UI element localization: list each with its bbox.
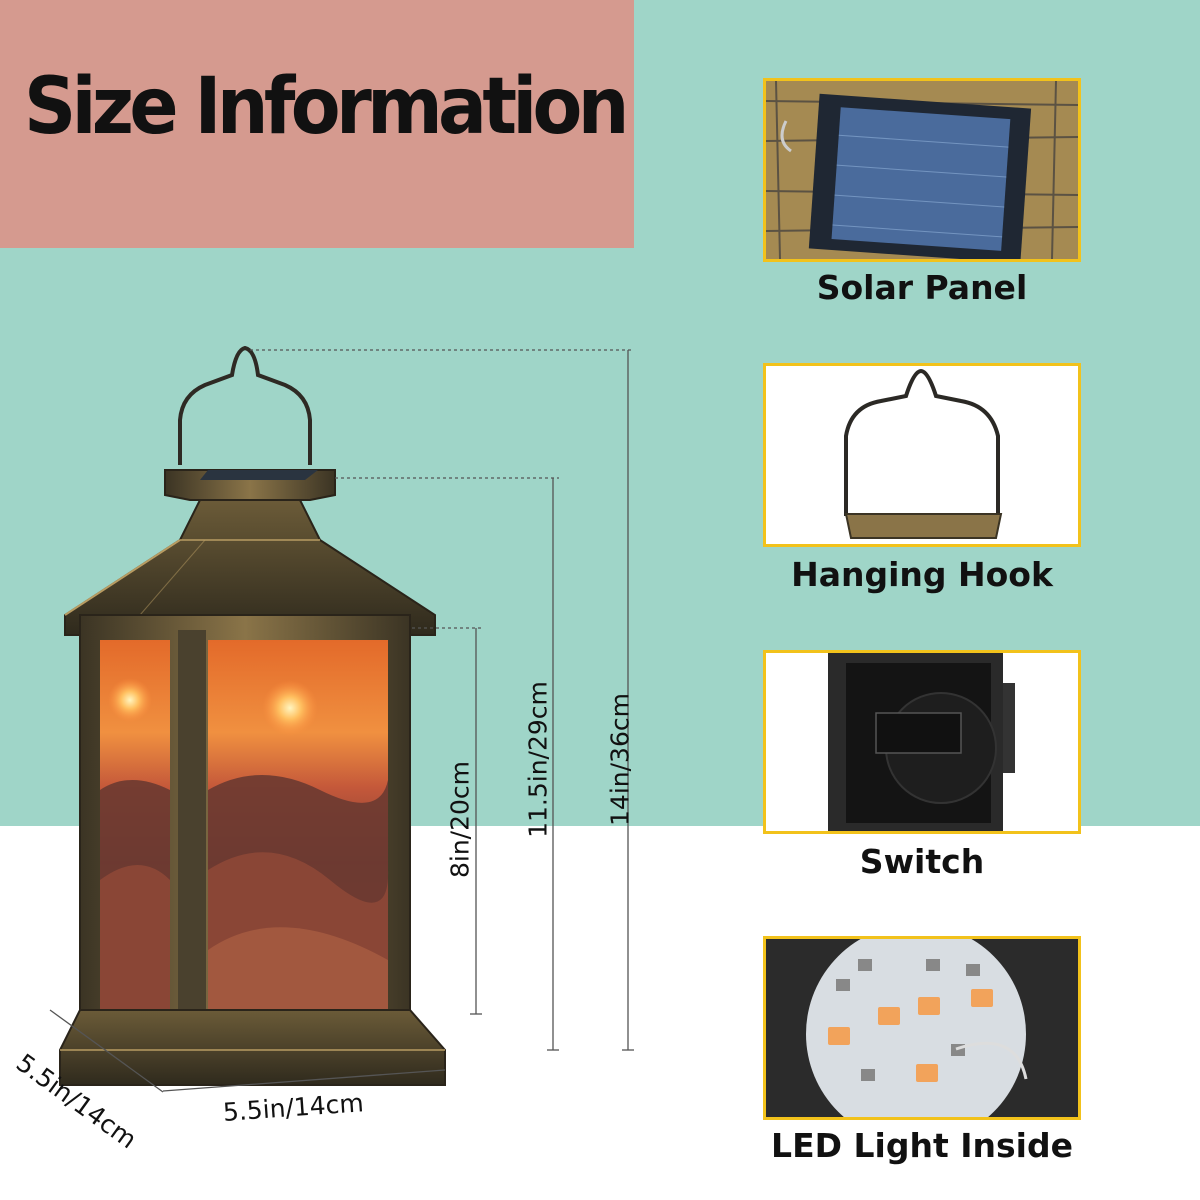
solar-panel-photo [766,81,1078,259]
switch-caption: Switch [859,842,985,881]
led-light-caption: LED Light Inside [771,1126,1073,1165]
hanging-hook-thumbnail [763,363,1081,547]
body-height-label: 11.5in/29cm [523,681,553,838]
dim-line-width [162,1069,446,1092]
solar-panel-caption: Solar Panel [816,268,1028,307]
led-board-photo [766,939,1078,1117]
title-banner: Size Information [0,0,634,248]
hanging-hook-photo [766,366,1078,544]
solar-panel-thumbnail [763,78,1081,262]
led-light-thumbnail [763,936,1081,1120]
hanging-hook-caption: Hanging Hook [791,555,1053,594]
switch-thumbnail [763,650,1081,834]
switch-photo [766,653,1078,831]
solar-cell-top [200,470,318,480]
panel-height-label: 8in/20cm [445,760,475,879]
page-title: Size Information [24,62,629,152]
lantern-illustration [49,345,634,1093]
total-height-label: 14in/36cm [605,693,635,826]
dim-line-depth [49,1009,164,1093]
handle-wire [178,345,312,465]
